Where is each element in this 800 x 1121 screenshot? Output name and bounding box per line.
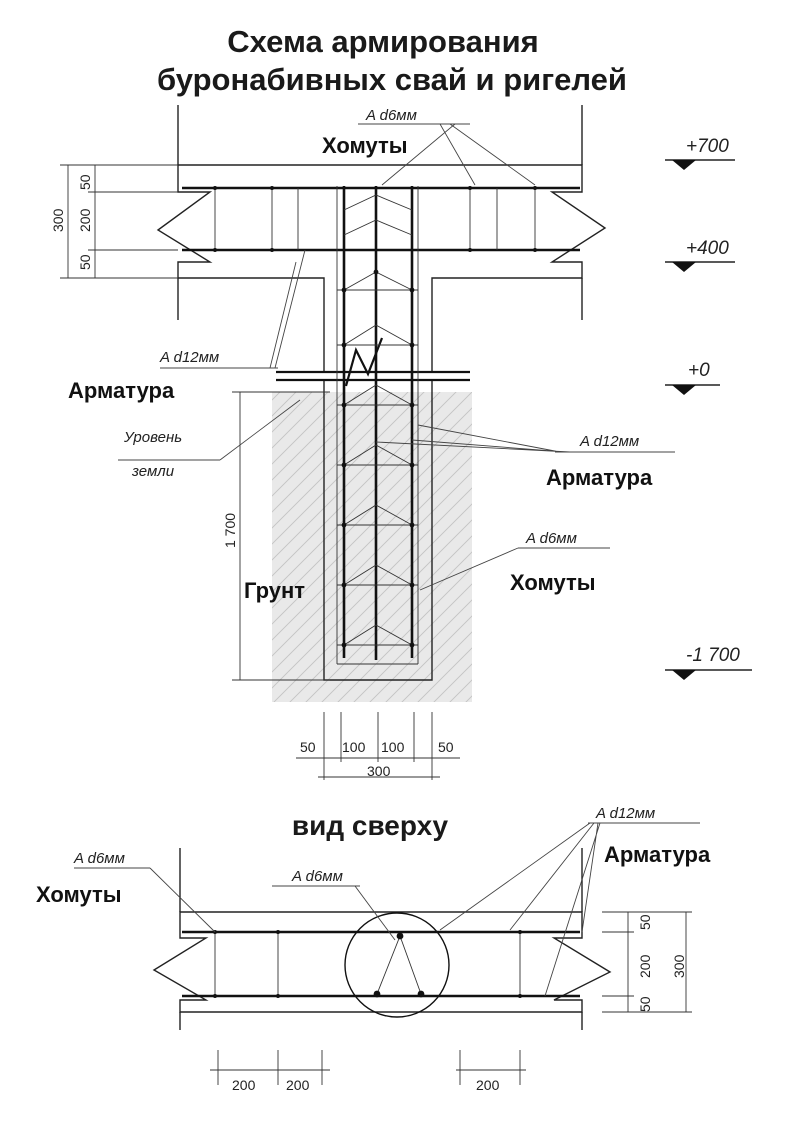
plan-stirrups-label: Хомуты xyxy=(36,882,122,907)
pile-section-stirrup xyxy=(376,934,422,995)
plan-beam-outline xyxy=(152,911,612,1013)
level-pile-bottom: -1 700 xyxy=(686,645,740,666)
elevation-view: +700 +400 +0 -1 700 300 50 200 50 1 xyxy=(50,105,752,780)
dim-pile-core-right: 100 xyxy=(381,739,405,755)
dim-pile-core-left: 100 xyxy=(342,739,366,755)
plan-spacing-3: 200 xyxy=(476,1077,500,1093)
pile-outline xyxy=(323,380,433,681)
dim-pile-cover-left: 50 xyxy=(300,739,316,755)
dim-beam-core: 200 xyxy=(77,208,93,232)
plan-stirrups xyxy=(214,932,521,996)
beam-stirrups-spec: A d6мм xyxy=(365,107,417,124)
level-beam-bottom: +400 xyxy=(686,238,729,259)
dim-pile-width: 300 xyxy=(367,763,391,779)
plan-spacing-dimensions: 200 200 200 xyxy=(210,1050,526,1093)
plan-rebar-spec: A d12мм xyxy=(595,805,655,822)
plan-width-dimensions: 50 200 50 300 xyxy=(602,911,692,1013)
plan-spacing-2: 200 xyxy=(286,1077,310,1093)
pile-stirrups-spec: A d6мм xyxy=(525,530,577,547)
bar-nodes xyxy=(213,186,537,648)
soil-fill xyxy=(272,392,472,702)
level-markers: +700 +400 +0 -1 700 xyxy=(665,136,752,680)
level-top: +700 xyxy=(686,136,729,157)
elevation-leaders xyxy=(118,123,675,591)
soil-label: Грунт xyxy=(244,578,305,603)
title-line-1: Схема армирования xyxy=(227,24,538,59)
plan-pile-stirrup-spec: A d6мм xyxy=(291,868,343,885)
pile-depth-dimension: 1 700 xyxy=(222,391,330,681)
dim-beam-top-cover: 50 xyxy=(77,174,93,190)
ground-level-line-1: Уровень xyxy=(123,429,182,446)
plan-dim-cover-top: 50 xyxy=(637,914,653,930)
title-line-2: буронабивных свай и ригелей xyxy=(157,62,627,97)
rebar-right-spec: A d12мм xyxy=(579,433,639,450)
plan-dim-core: 200 xyxy=(637,954,653,978)
beam-height-dimensions: 300 50 200 50 xyxy=(50,164,178,279)
dim-beam-total: 300 xyxy=(50,208,66,232)
beam-stirrups xyxy=(214,188,536,250)
rebar-right-label: Арматура xyxy=(546,465,653,490)
plan-heading: вид сверху xyxy=(292,810,449,841)
beam-stirrups-label: Хомуты xyxy=(322,133,408,158)
dim-pile-depth: 1 700 xyxy=(222,513,238,548)
plan-spacing-1: 200 xyxy=(232,1077,256,1093)
plan-dim-cover-bottom: 50 xyxy=(637,996,653,1012)
ground-level-line-2: земли xyxy=(131,463,175,480)
dim-beam-bottom-cover: 50 xyxy=(77,254,93,270)
plan-view: вид сверху A d xyxy=(36,805,711,1093)
rebar-left-label: Арматура xyxy=(68,378,175,403)
pile-width-dimensions: 50 100 100 50 300 xyxy=(296,712,460,780)
pile-stirrups xyxy=(337,194,418,665)
pile-stirrups-label: Хомуты xyxy=(510,570,596,595)
plan-rebar-label: Арматура xyxy=(604,842,711,867)
level-zero: +0 xyxy=(688,360,710,381)
pile-section-circle xyxy=(344,912,450,1018)
dim-pile-cover-right: 50 xyxy=(438,739,454,755)
plan-stirrups-spec: A d6мм xyxy=(73,850,125,867)
plan-dim-total: 300 xyxy=(671,954,687,978)
plan-leaders xyxy=(74,822,700,997)
rebar-left-spec: A d12мм xyxy=(159,349,219,366)
